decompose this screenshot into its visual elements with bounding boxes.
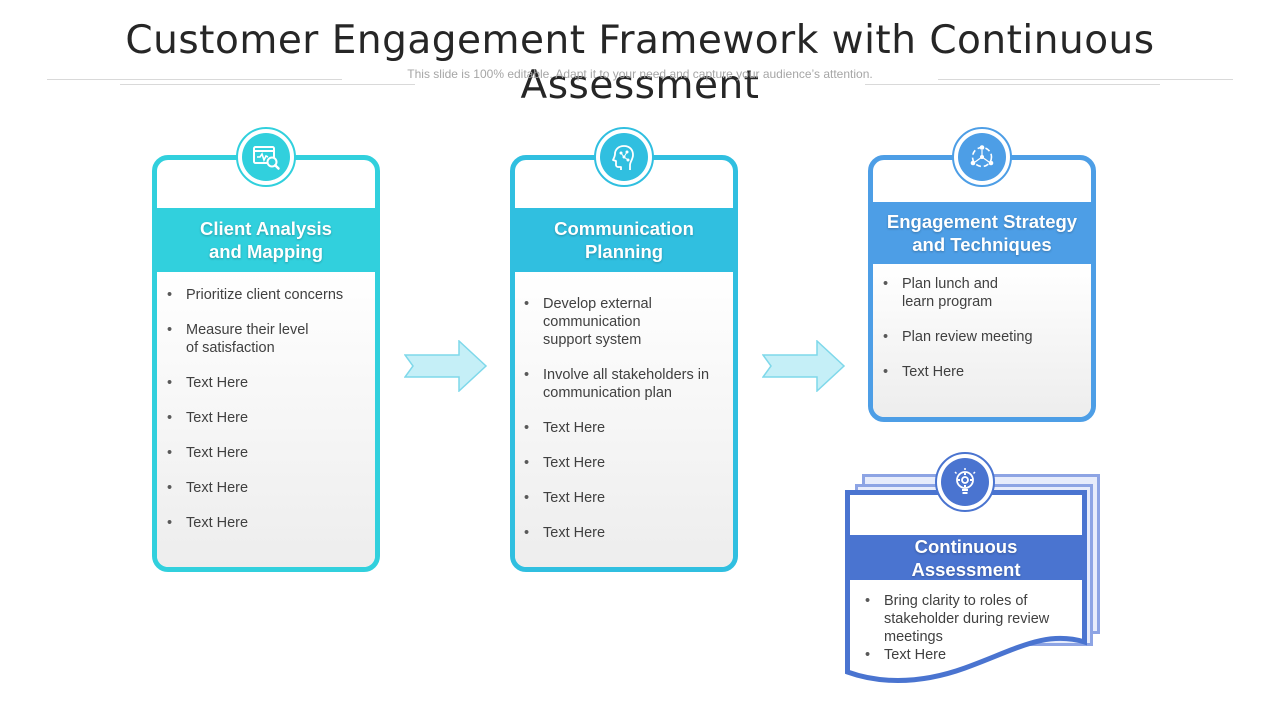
list-item: Plan review meeting [883,328,1091,346]
title-rule-left-2 [120,84,415,85]
web-analytics-icon [242,133,290,181]
slide-title: Customer Engagement Framework with Conti… [125,18,1155,108]
list-item: Prioritize client concerns [167,286,375,304]
list-item: Text Here [524,489,733,507]
bullet-list: Develop external communication support s… [515,272,733,542]
badge-engagement-strategy [952,127,1012,187]
title-rule-right [938,79,1233,80]
title-rule-right-2 [865,84,1160,85]
arrow-right-icon [762,340,846,392]
list-item: Text Here [167,374,375,392]
list-item: Measure their level of satisfaction [167,321,375,357]
bullet-list: Prioritize client concerns Measure their… [157,272,375,532]
brain-chip-icon [600,133,648,181]
list-item: Text Here [167,514,375,532]
badge-communication-planning [594,127,654,187]
list-item: Bring clarity to roles of stakeholder du… [865,592,1074,646]
card-title: Continuous Assessment [911,535,1021,580]
arrow-right-icon [404,340,488,392]
card-title: Client Analysis and Mapping [157,208,375,272]
card-body: Prioritize client concerns Measure their… [157,272,375,567]
title-rule-left [47,79,342,80]
list-item: Text Here [883,363,1091,381]
card-title: Engagement Strategy and Techniques [873,202,1091,264]
badge-continuous-assessment [935,452,995,512]
card-communication-planning: Communication Planning Develop external … [510,155,738,572]
lightbulb-gear-icon [941,458,989,506]
bullet-list: Plan lunch and learn program Plan review… [873,264,1091,381]
list-item: Text Here [524,419,733,437]
list-item: Plan lunch and learn program [883,275,1091,311]
list-item: Text Here [524,454,733,472]
card-title: Communication Planning [515,208,733,272]
card-body: Plan lunch and learn program Plan review… [873,264,1091,417]
list-item: Develop external communication support s… [524,295,733,349]
list-item: Text Here [524,524,733,542]
slide-subtitle: This slide is 100% editable. Adapt it to… [407,67,873,81]
badge-client-analysis [236,127,296,187]
list-item: Text Here [167,444,375,462]
card-body: Develop external communication support s… [515,272,733,567]
list-item: Involve all stakeholders in communicatio… [524,366,733,402]
card-client-analysis: Client Analysis and Mapping Prioritize c… [152,155,380,572]
network-people-icon [958,133,1006,181]
list-item: Text Here [865,646,1074,664]
list-item: Text Here [167,479,375,497]
bullet-list: Bring clarity to roles of stakeholder du… [865,592,1074,664]
card-engagement-strategy: Engagement Strategy and Techniques Plan … [868,155,1096,422]
list-item: Text Here [167,409,375,427]
